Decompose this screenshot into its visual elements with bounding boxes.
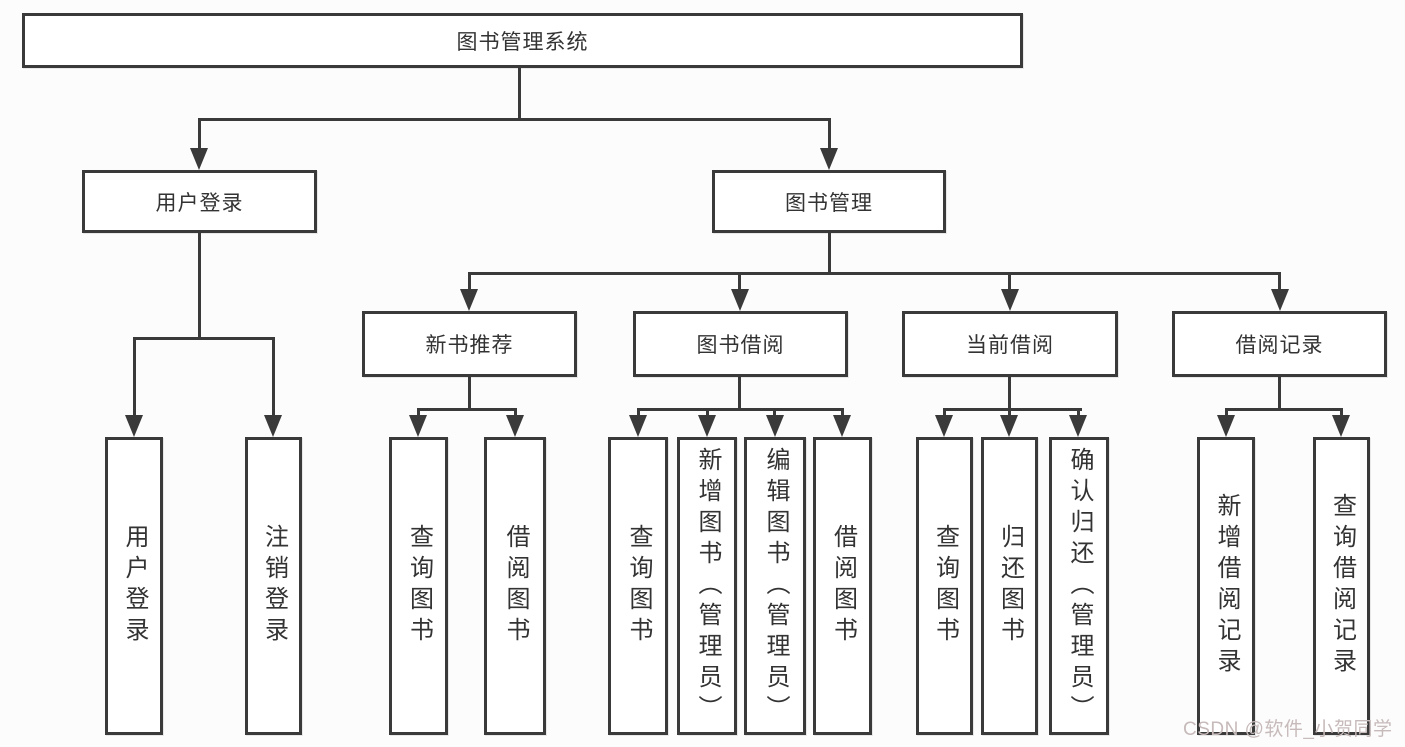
node-book-management: 图书管理 — [712, 170, 946, 233]
connector-drop — [133, 337, 136, 417]
connector-drop — [773, 408, 776, 418]
connector-new-books-branch — [417, 408, 517, 411]
connector-drop — [1077, 408, 1080, 418]
arrow-down-icon — [1217, 415, 1235, 437]
node-user-login: 用户登录 — [82, 170, 317, 233]
leaf-add-borrow-record: 新增借阅记录 — [1197, 437, 1255, 735]
connector-drop — [272, 337, 275, 417]
arrow-down-icon — [190, 148, 208, 170]
connector-user-login-stem — [198, 233, 201, 337]
arrow-down-icon — [935, 415, 953, 437]
arrow-down-icon — [731, 289, 749, 311]
leaf-add-books-admin: 新增图书（管理员） — [677, 437, 737, 735]
leaf-logout: 注销登录 — [245, 437, 302, 735]
arrow-down-icon — [125, 415, 143, 437]
arrow-down-icon — [820, 148, 838, 170]
node-borrow-records: 借阅记录 — [1172, 311, 1387, 377]
leaf-query-borrow-record: 查询借阅记录 — [1313, 437, 1370, 735]
leaf-query-books: 查询图书 — [916, 437, 973, 735]
arrow-down-icon — [1001, 289, 1019, 311]
leaf-borrow-books: 借阅图书 — [813, 437, 872, 735]
connector-root-stem — [518, 68, 521, 118]
leaf-user-login: 用户登录 — [105, 437, 163, 735]
connector-current-borrow-stem — [1008, 377, 1011, 408]
connector-drop — [738, 272, 741, 291]
connector-new-books-stem — [468, 377, 471, 408]
connector-book-borrow-branch — [637, 408, 844, 411]
leaf-query-books: 查询图书 — [608, 437, 668, 735]
connector-drop-user-login — [198, 118, 201, 150]
node-current-borrow: 当前借阅 — [902, 311, 1118, 377]
connector-drop — [706, 408, 709, 418]
node-new-book-recommend: 新书推荐 — [362, 311, 577, 377]
connector-book-mgmt-stem — [828, 233, 831, 272]
arrow-down-icon — [1271, 289, 1289, 311]
connector-book-mgmt-branch — [468, 272, 1281, 275]
connector-drop — [1225, 408, 1228, 418]
arrow-down-icon — [766, 415, 784, 437]
csdn-watermark: CSDN @软件_小贺同学 — [1183, 719, 1393, 740]
connector-drop — [417, 408, 420, 418]
arrow-down-icon — [1000, 415, 1018, 437]
leaf-borrow-books: 借阅图书 — [484, 437, 546, 735]
connector-current-borrow-branch — [943, 408, 1082, 411]
connector-borrow-records-branch — [1225, 408, 1343, 411]
leaf-edit-books-admin: 编辑图书（管理员） — [744, 437, 806, 735]
arrow-down-icon — [1069, 415, 1087, 437]
connector-drop — [514, 408, 517, 418]
arrow-down-icon — [629, 415, 647, 437]
connector-user-login-branch — [133, 337, 275, 340]
connector-drop — [637, 408, 640, 418]
connector-drop — [943, 408, 946, 418]
arrow-down-icon — [460, 289, 478, 311]
connector-book-borrow-stem — [738, 377, 741, 408]
leaf-return-books: 归还图书 — [981, 437, 1038, 735]
leaf-query-books: 查询图书 — [389, 437, 448, 735]
connector-drop — [1008, 408, 1011, 418]
arrow-down-icon — [1332, 415, 1350, 437]
arrow-down-icon — [833, 415, 851, 437]
connector-drop — [1340, 408, 1343, 418]
arrow-down-icon — [264, 415, 282, 437]
connector-root-branch — [198, 118, 831, 121]
connector-drop-book-mgmt — [828, 118, 831, 150]
arrow-down-icon — [698, 415, 716, 437]
connector-drop — [468, 272, 471, 291]
node-book-borrow: 图书借阅 — [633, 311, 848, 377]
connector-drop — [1278, 272, 1281, 291]
connector-drop — [1008, 272, 1011, 291]
arrow-down-icon — [506, 415, 524, 437]
node-root-library-system: 图书管理系统 — [22, 13, 1023, 68]
connector-drop — [841, 408, 844, 418]
connector-borrow-records-stem — [1278, 377, 1281, 408]
leaf-confirm-return-admin: 确认归还（管理员） — [1049, 437, 1109, 735]
arrow-down-icon — [409, 415, 427, 437]
